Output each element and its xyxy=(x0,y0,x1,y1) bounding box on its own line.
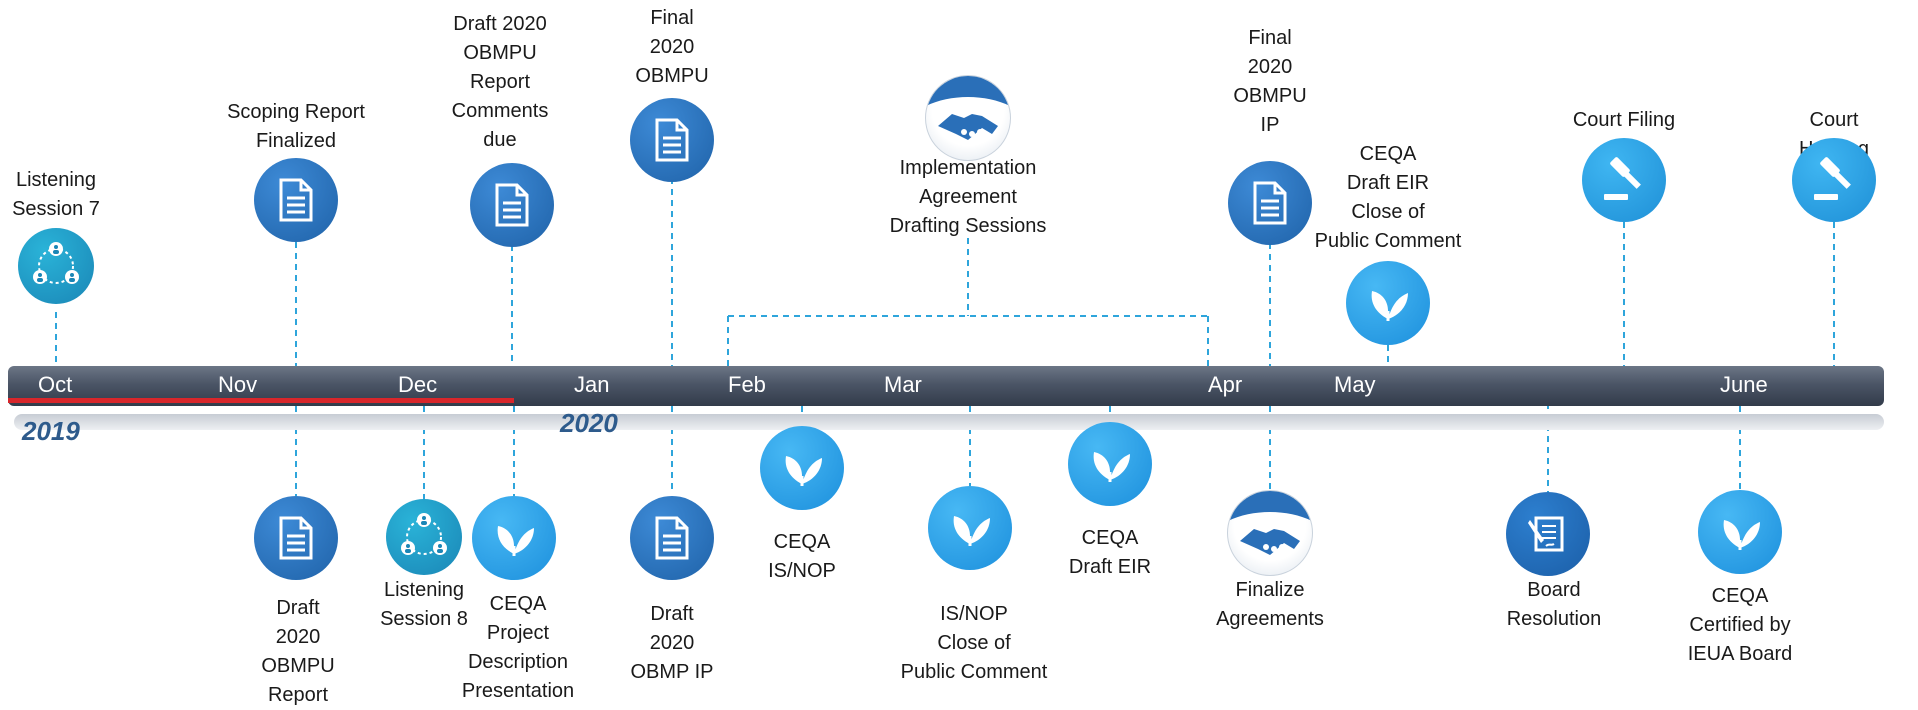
event-label-listening-session-7: Listening Session 7 xyxy=(12,169,100,220)
year-label-2019: 2019 xyxy=(22,416,80,446)
event-label-ceqa-draft-eir: CEQA Draft EIR xyxy=(1068,527,1152,578)
event-label-final-obmpu-ip: Final 2020 OBMPU IP xyxy=(1233,27,1307,136)
event-label-draft-obmpu-report: Draft 2020 OBMPU Report xyxy=(261,597,335,706)
event-label-ceqa-is-nop: CEQA IS/NOP xyxy=(768,531,836,582)
event-label-draft-obmp-ip: Draft 2020 OBMP IP xyxy=(630,603,714,683)
event-label-court-filing: Court Filing xyxy=(1572,109,1676,131)
document-icon xyxy=(254,496,338,580)
people-circle-icon xyxy=(18,228,94,304)
leaf-icon xyxy=(1068,422,1152,506)
leaf-icon xyxy=(1698,490,1782,574)
people-circle-icon xyxy=(386,499,462,575)
gavel-icon xyxy=(1792,138,1876,222)
event-label-ceqa-draft-eir-close: CEQA Draft EIR Close of Public Comment xyxy=(1314,143,1462,252)
document-icon xyxy=(1228,161,1312,245)
gavel-icon xyxy=(1582,138,1666,222)
month-label-may: May xyxy=(1334,372,1376,397)
document-icon xyxy=(470,163,554,247)
month-label-oct: Oct xyxy=(38,372,73,397)
year-label-2020: 2020 xyxy=(560,408,618,438)
month-label-apr: Apr xyxy=(1208,372,1243,397)
handshake-icon xyxy=(925,75,1011,161)
event-label-is-nop-close: IS/NOP Close of Public Comment xyxy=(900,603,1048,683)
month-label-dec: Dec xyxy=(398,372,438,397)
signed-document-icon xyxy=(1506,492,1590,576)
document-icon xyxy=(630,496,714,580)
event-label-ceqa-project-description: CEQA Project Description Presentation xyxy=(461,593,575,702)
leaf-icon xyxy=(472,496,556,580)
leaf-icon xyxy=(1346,261,1430,345)
event-label-implementation-agreement-drafting: Implementation Agreement Drafting Sessio… xyxy=(889,157,1047,237)
document-icon xyxy=(254,158,338,242)
elapsed-progress-line xyxy=(8,398,514,403)
event-label-draft-obmpu-report-comments-due: Draft 2020 OBMPU Report Comments due xyxy=(451,13,549,151)
leaf-icon xyxy=(760,426,844,510)
month-label-feb: Feb xyxy=(728,372,766,397)
event-label-listening-session-8: Listening Session 8 xyxy=(380,579,468,630)
leaf-icon xyxy=(928,486,1012,570)
event-label-final-obmpu: Final 2020 OBMPU xyxy=(635,7,709,87)
event-label-scoping-report-finalized: Scoping Report Finalized xyxy=(227,101,365,152)
handshake-icon xyxy=(1227,490,1313,576)
event-label-ceqa-certified: CEQA Certified by IEUA Board xyxy=(1687,585,1793,665)
month-label-jan: Jan xyxy=(574,372,610,397)
timeline-bar-shadow xyxy=(14,414,1884,430)
document-icon xyxy=(630,98,714,182)
month-label-june: June xyxy=(1720,372,1768,397)
event-label-board-resolution: Board Resolution xyxy=(1506,579,1602,630)
event-label-finalize-agreements: Finalize Agreements xyxy=(1216,579,1324,630)
month-label-nov: Nov xyxy=(218,372,258,397)
month-label-mar: Mar xyxy=(884,372,922,397)
